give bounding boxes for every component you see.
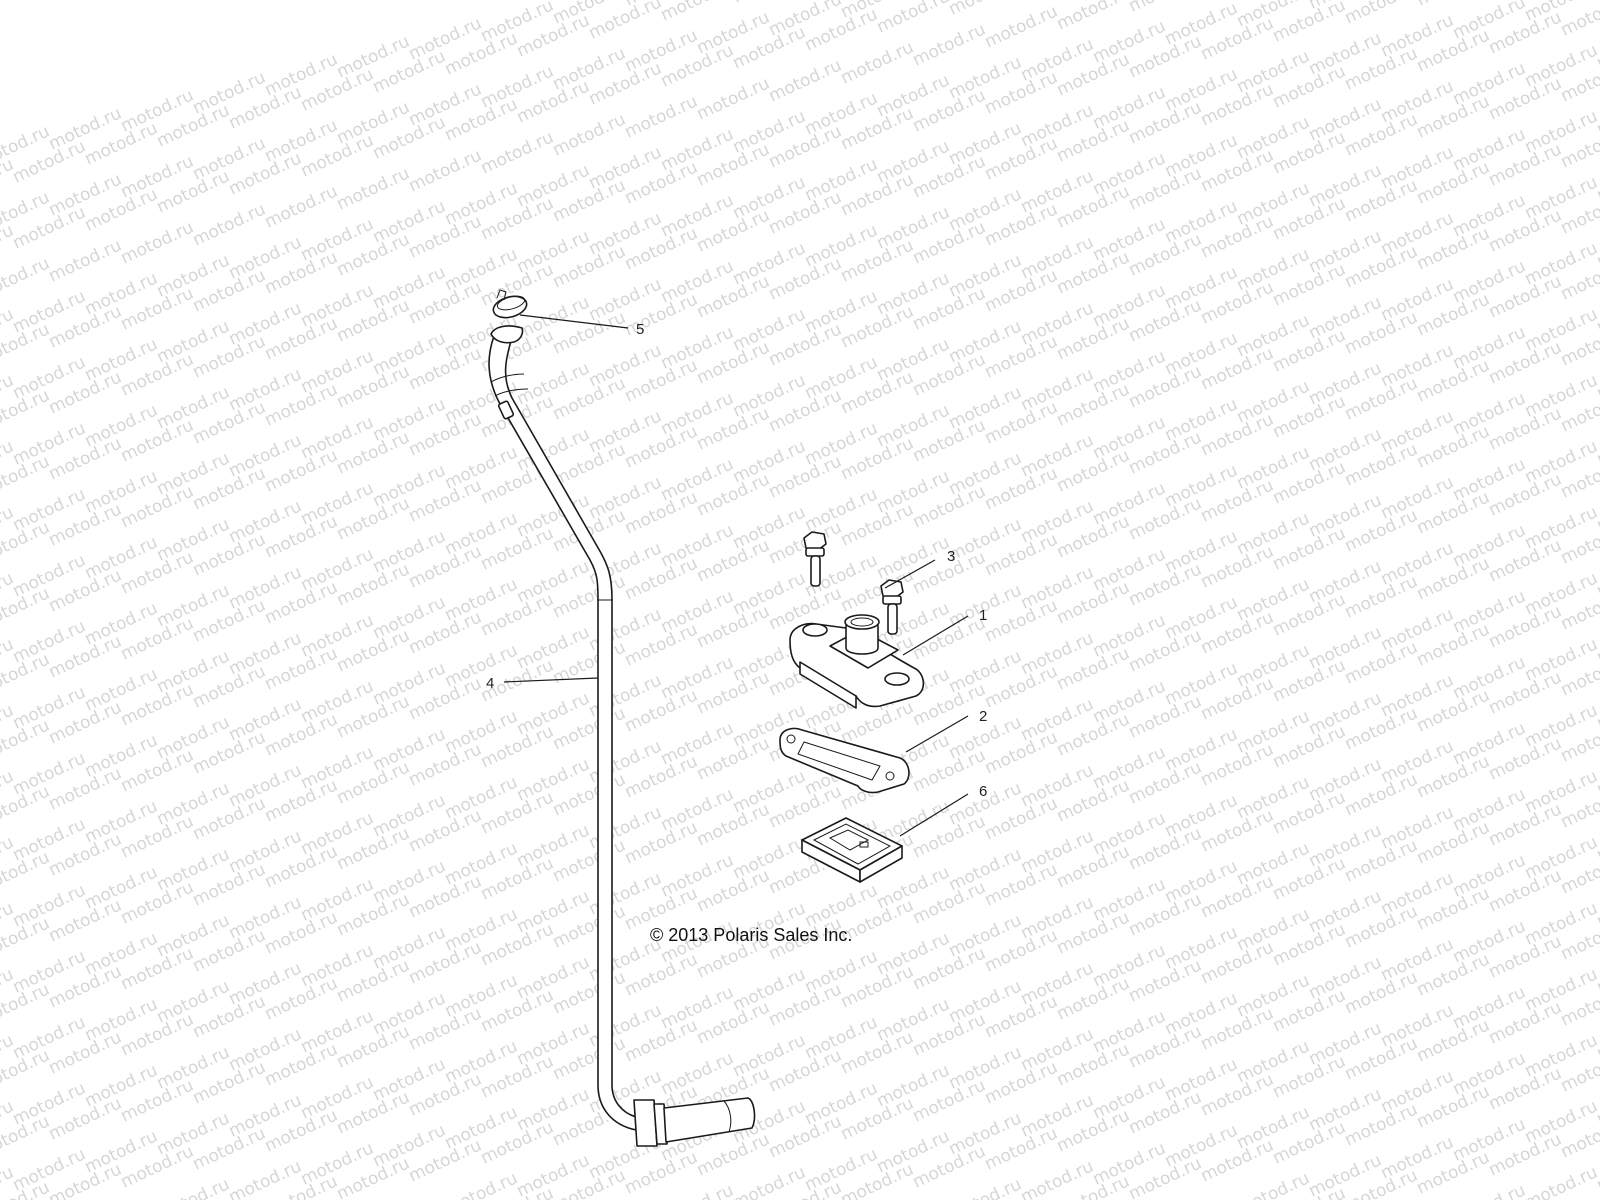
watermark-text: motod.ru	[766, 55, 845, 106]
watermark-text: motod.ru	[190, 199, 269, 250]
watermark-text: motod.ru	[910, 19, 989, 70]
watermark-text: motod.ru	[0, 979, 53, 1030]
watermark-text: motod.ru	[406, 145, 485, 196]
watermark-text: motod.ru	[154, 1174, 233, 1200]
watermark-text: motod.ru	[442, 1168, 521, 1200]
watermark-text: motod.ru	[946, 0, 1025, 20]
watermark-text: motod.ru	[1414, 0, 1493, 11]
watermark-text: motod.ru	[982, 1, 1061, 52]
watermark-text: motod.ru	[874, 0, 953, 38]
watermark-text: motod.ru	[658, 1180, 737, 1200]
watermark-text: motod.ru	[1234, 1168, 1313, 1200]
watermark-text: motod.ru	[1126, 0, 1205, 17]
watermark-text: motod.ru	[550, 109, 629, 160]
watermark-text: motod.ru	[46, 235, 125, 286]
callout-label-4: 4	[486, 675, 494, 692]
callout-label-6: 6	[979, 783, 987, 800]
watermark-text: motod.ru	[1522, 1162, 1600, 1200]
watermark-text: motod.ru	[478, 127, 557, 178]
watermark-text: motod.ru	[118, 217, 197, 268]
watermark-text: motod.ru	[0, 319, 53, 370]
watermark-text: motod.ru	[0, 451, 53, 502]
copyright-text: © 2013 Polaris Sales Inc.	[650, 925, 852, 945]
callout-label-3: 3	[947, 548, 955, 565]
watermark-text: motod.ru	[658, 0, 737, 26]
watermark-text: motod.ru	[0, 1045, 53, 1096]
watermark-text: motod.ru	[1342, 0, 1421, 29]
callout-label-1: 1	[979, 607, 987, 624]
watermark-text: motod.ru	[1054, 0, 1133, 35]
watermark-text: motod.ru	[334, 163, 413, 214]
watermark-text: motod.ru	[0, 847, 53, 898]
watermark-text: motod.ru	[622, 91, 701, 142]
watermark-text: motod.ru	[694, 73, 773, 124]
watermark-text: motod.ru	[838, 37, 917, 88]
watermark-text: motod.ru	[1450, 1180, 1529, 1200]
watermark-text: motod.ru	[262, 181, 341, 232]
watermark-text: motod.ru	[0, 253, 53, 304]
watermark-text: motod.ru	[0, 913, 53, 964]
watermark-text: motod.ru	[0, 1111, 53, 1162]
watermark-text: motod.ru	[946, 1174, 1025, 1200]
watermark-text: motod.ru	[0, 517, 53, 568]
watermark-text: motod.ru	[0, 781, 53, 832]
watermark-text: motod.ru	[730, 1162, 809, 1200]
watermark-text: motod.ru	[0, 715, 53, 766]
watermark-text: motod.ru	[0, 649, 53, 700]
watermark-text: motod.ru	[0, 385, 53, 436]
callout-label-2: 2	[979, 708, 987, 725]
watermark-text: motod.ru	[0, 583, 53, 634]
watermark-text: motod.ru	[730, 0, 809, 8]
callout-label-5: 5	[636, 321, 644, 338]
